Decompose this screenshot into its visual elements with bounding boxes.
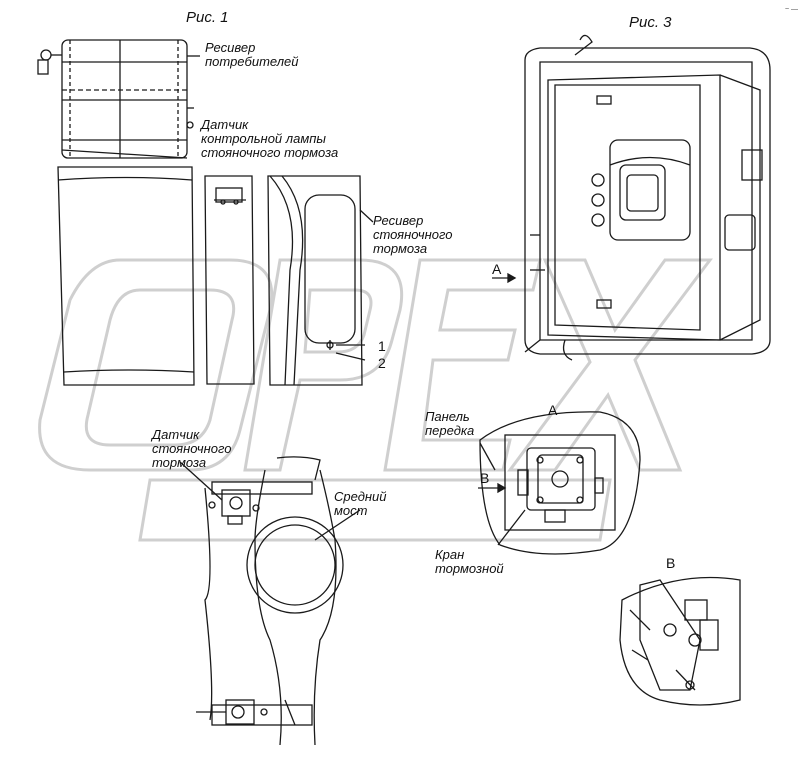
frame-rail-left [57,166,195,386]
view-b-arrow-label: В [480,470,490,486]
label-receiver-parking: Ресивер стояночного тормоза [373,213,453,256]
detail-a [478,411,641,555]
callout-2: 2 [378,355,386,371]
label-lamp-sensor: Датчик контрольной лампы стояночного тор… [201,117,339,160]
corner-mark: ~ — [785,6,799,13]
frame-rail-right [267,175,363,386]
figure-3-title: Рис. 3 [629,14,672,31]
label-receiver-consumers: Ресивер потребителей [205,40,299,69]
figure-1-title: Рис. 1 [186,9,229,26]
figure-3-cab [492,34,771,361]
label-front-panel: Панель передка [425,409,475,438]
figure-1 [37,39,374,386]
view-a-title: А [548,402,558,418]
view-a-arrow-label: А [492,261,502,277]
detail-b [619,576,741,706]
consumer-receiver [61,39,188,159]
frame-rail-middle [204,175,255,385]
label-middle-axle: Средний мост [334,489,387,518]
middle-axle-drawing [179,456,361,746]
callout-1: 1 [378,338,386,354]
axle-housing-inner [254,524,336,606]
label-parking-sensor: Датчик стояночного тормоза [152,427,232,470]
axle-housing-outer [246,516,344,614]
view-b-title: В [666,555,676,571]
cab-display [619,164,666,221]
label-brake-valve: Кран тормозной [435,547,504,576]
parking-receiver [304,194,356,344]
